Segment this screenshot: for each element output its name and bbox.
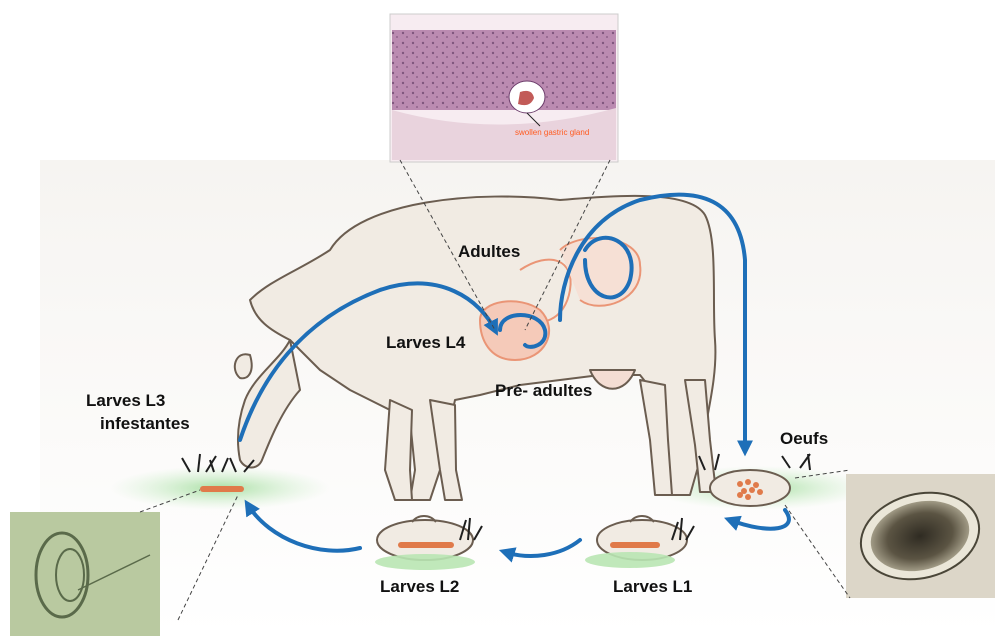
gastric-gland-micrograph: swollen gastric gland — [390, 14, 618, 162]
larva-l3 — [200, 486, 244, 492]
label-pre-adultes: Pré- adultes — [495, 380, 592, 401]
label-infestantes: infestantes — [100, 413, 190, 434]
label-larves-l2: Larves L2 — [380, 576, 459, 597]
label-larves-l3: Larves L3 — [86, 390, 165, 411]
larva-l2 — [398, 542, 454, 548]
egg-micrograph — [846, 474, 995, 598]
micrograph-caption: swollen gastric gland — [515, 128, 589, 137]
larva-l1 — [610, 542, 660, 548]
label-larves-l4: Larves L4 — [386, 332, 465, 353]
l3-larva-micrograph — [10, 512, 160, 636]
label-oeufs: Oeufs — [780, 428, 828, 449]
label-larves-l1: Larves L1 — [613, 576, 692, 597]
label-adultes: Adultes — [458, 241, 520, 262]
